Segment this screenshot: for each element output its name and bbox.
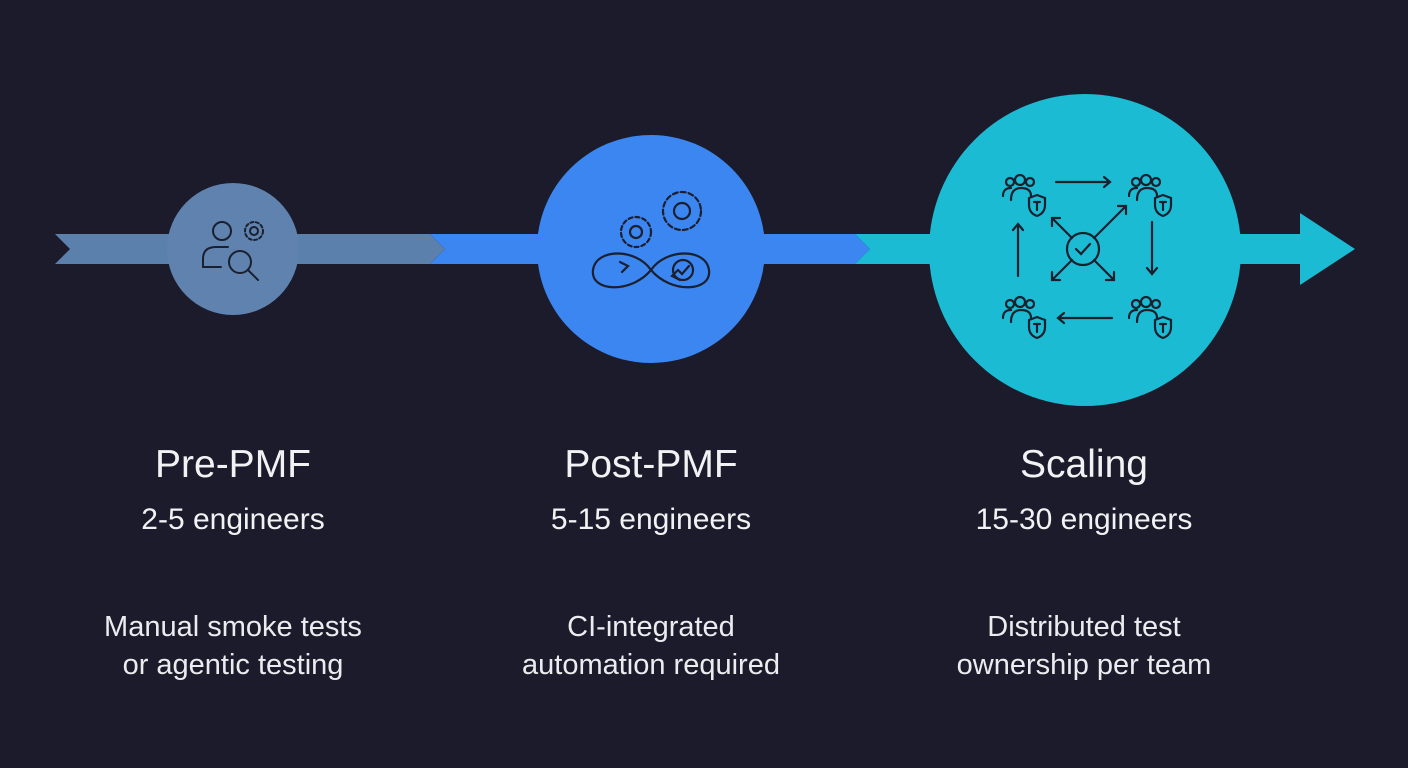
description-line: ownership per team (956, 649, 1212, 681)
description-line: Distributed test (987, 611, 1181, 643)
stage2-circle (537, 135, 765, 363)
stage-team-size: 15-30 engineers (975, 503, 1193, 536)
description-line: CI-integrated (567, 611, 735, 643)
description-line: or agentic testing (122, 649, 344, 681)
team-icon (1127, 295, 1173, 340)
stage-description: Distributed test ownership per team (874, 608, 1294, 684)
stage-title: Post-PMF (564, 443, 738, 486)
distributed-teams-icon (1001, 173, 1173, 340)
description-line: automation required (522, 649, 780, 681)
stage-team-size: 2-5 engineers (141, 503, 325, 536)
stage-title: Pre-PMF (155, 443, 311, 486)
user-gear-search-icon (202, 221, 264, 281)
stage-title: Scaling (1020, 443, 1148, 486)
stage-description: CI-integrated automation required (441, 608, 861, 684)
gears-infinity-check-icon (591, 190, 711, 289)
team-icon (1127, 173, 1173, 218)
description-line: Manual smoke tests (104, 611, 362, 643)
team-icon (1001, 173, 1047, 218)
stage-team-size: 5-15 engineers (550, 503, 752, 536)
stage-description: Manual smoke tests or agentic testing (23, 608, 443, 684)
stage1-circle (167, 183, 299, 315)
team-icon (1001, 295, 1047, 340)
